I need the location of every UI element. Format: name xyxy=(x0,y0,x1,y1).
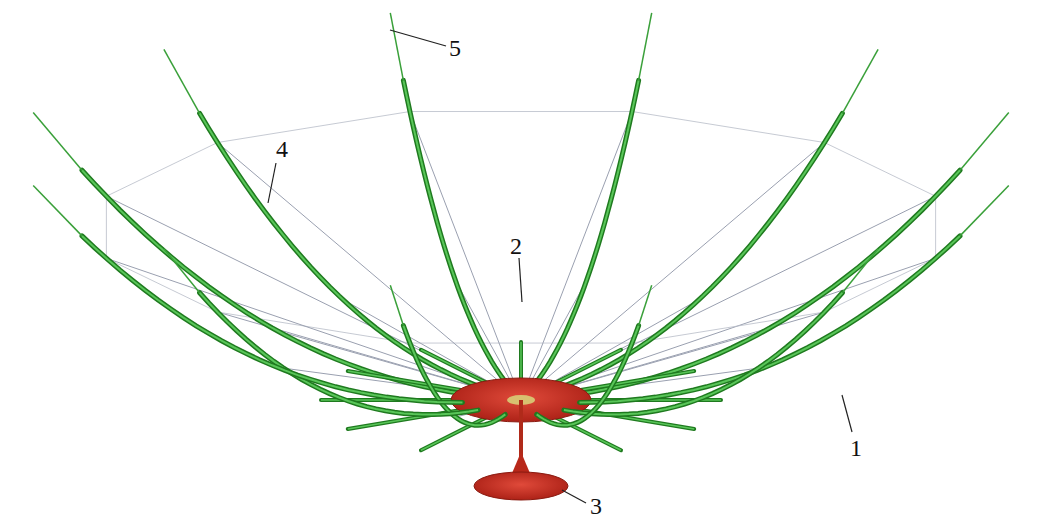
chord xyxy=(217,112,409,143)
rib-highlight xyxy=(82,236,463,403)
cable xyxy=(521,196,936,400)
cable xyxy=(410,112,521,400)
rib-tip xyxy=(164,49,200,113)
cables xyxy=(106,112,935,418)
rib xyxy=(564,113,843,386)
callout-number: 3 xyxy=(590,494,602,518)
rib-tip xyxy=(960,185,1009,235)
ribs xyxy=(33,13,1009,394)
rib xyxy=(537,326,639,426)
callout-number: 2 xyxy=(510,234,522,258)
rib-tip xyxy=(842,49,878,113)
cable xyxy=(106,196,521,400)
ribs xyxy=(33,185,1009,425)
rib-highlight xyxy=(580,236,961,403)
rib-tip xyxy=(960,113,1009,171)
rib xyxy=(537,80,639,381)
chord xyxy=(632,112,824,143)
rib-tip xyxy=(639,285,652,325)
rib-tip xyxy=(33,113,82,171)
callout-number: 4 xyxy=(276,137,288,161)
rib xyxy=(200,113,479,386)
rib xyxy=(82,236,463,403)
chord xyxy=(935,196,936,258)
rib-tip xyxy=(390,13,403,81)
base-disc xyxy=(474,472,568,500)
callout-number: 1 xyxy=(850,436,862,460)
rib-tip xyxy=(33,185,82,235)
rib xyxy=(403,326,505,426)
rib xyxy=(580,236,961,403)
leader-lines xyxy=(268,30,852,503)
rib-highlight xyxy=(200,113,479,386)
chord xyxy=(410,111,632,112)
rib-tip xyxy=(164,249,200,293)
rib xyxy=(403,80,505,381)
rib-highlight xyxy=(537,326,639,426)
cable xyxy=(521,112,632,400)
rib-highlight xyxy=(564,113,843,386)
rib-tip xyxy=(390,285,403,325)
chord xyxy=(825,143,936,197)
rib-tip xyxy=(639,13,652,81)
rib-highlight xyxy=(403,326,505,426)
rib-tip xyxy=(842,249,878,293)
chord xyxy=(106,143,217,197)
rib-highlight xyxy=(537,80,639,381)
chord xyxy=(106,196,107,258)
callout-number: 5 xyxy=(449,36,461,60)
rib-highlight xyxy=(403,80,505,381)
